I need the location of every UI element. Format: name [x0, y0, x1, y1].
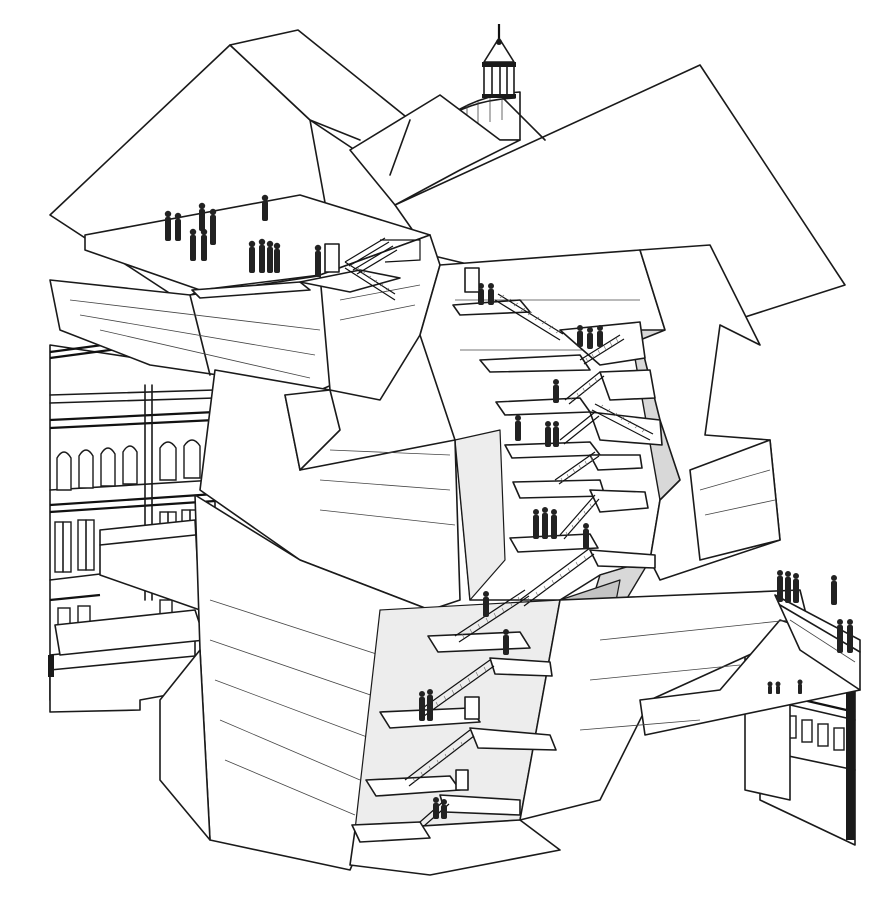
right-terrace [774, 594, 861, 691]
people [164, 194, 853, 819]
crystal-volume-middle-left [199, 369, 461, 611]
people-group-upper-landing [248, 238, 322, 277]
people-group-top-terrace [164, 194, 269, 261]
people-right-terrace [767, 570, 853, 694]
arched-windows-upper [56, 439, 201, 491]
historic-building-left [48, 338, 216, 713]
doorways [324, 243, 480, 791]
crystal-volume-top [49, 29, 846, 401]
crystal-volume-right [639, 244, 781, 581]
people-shaft [419, 283, 603, 819]
